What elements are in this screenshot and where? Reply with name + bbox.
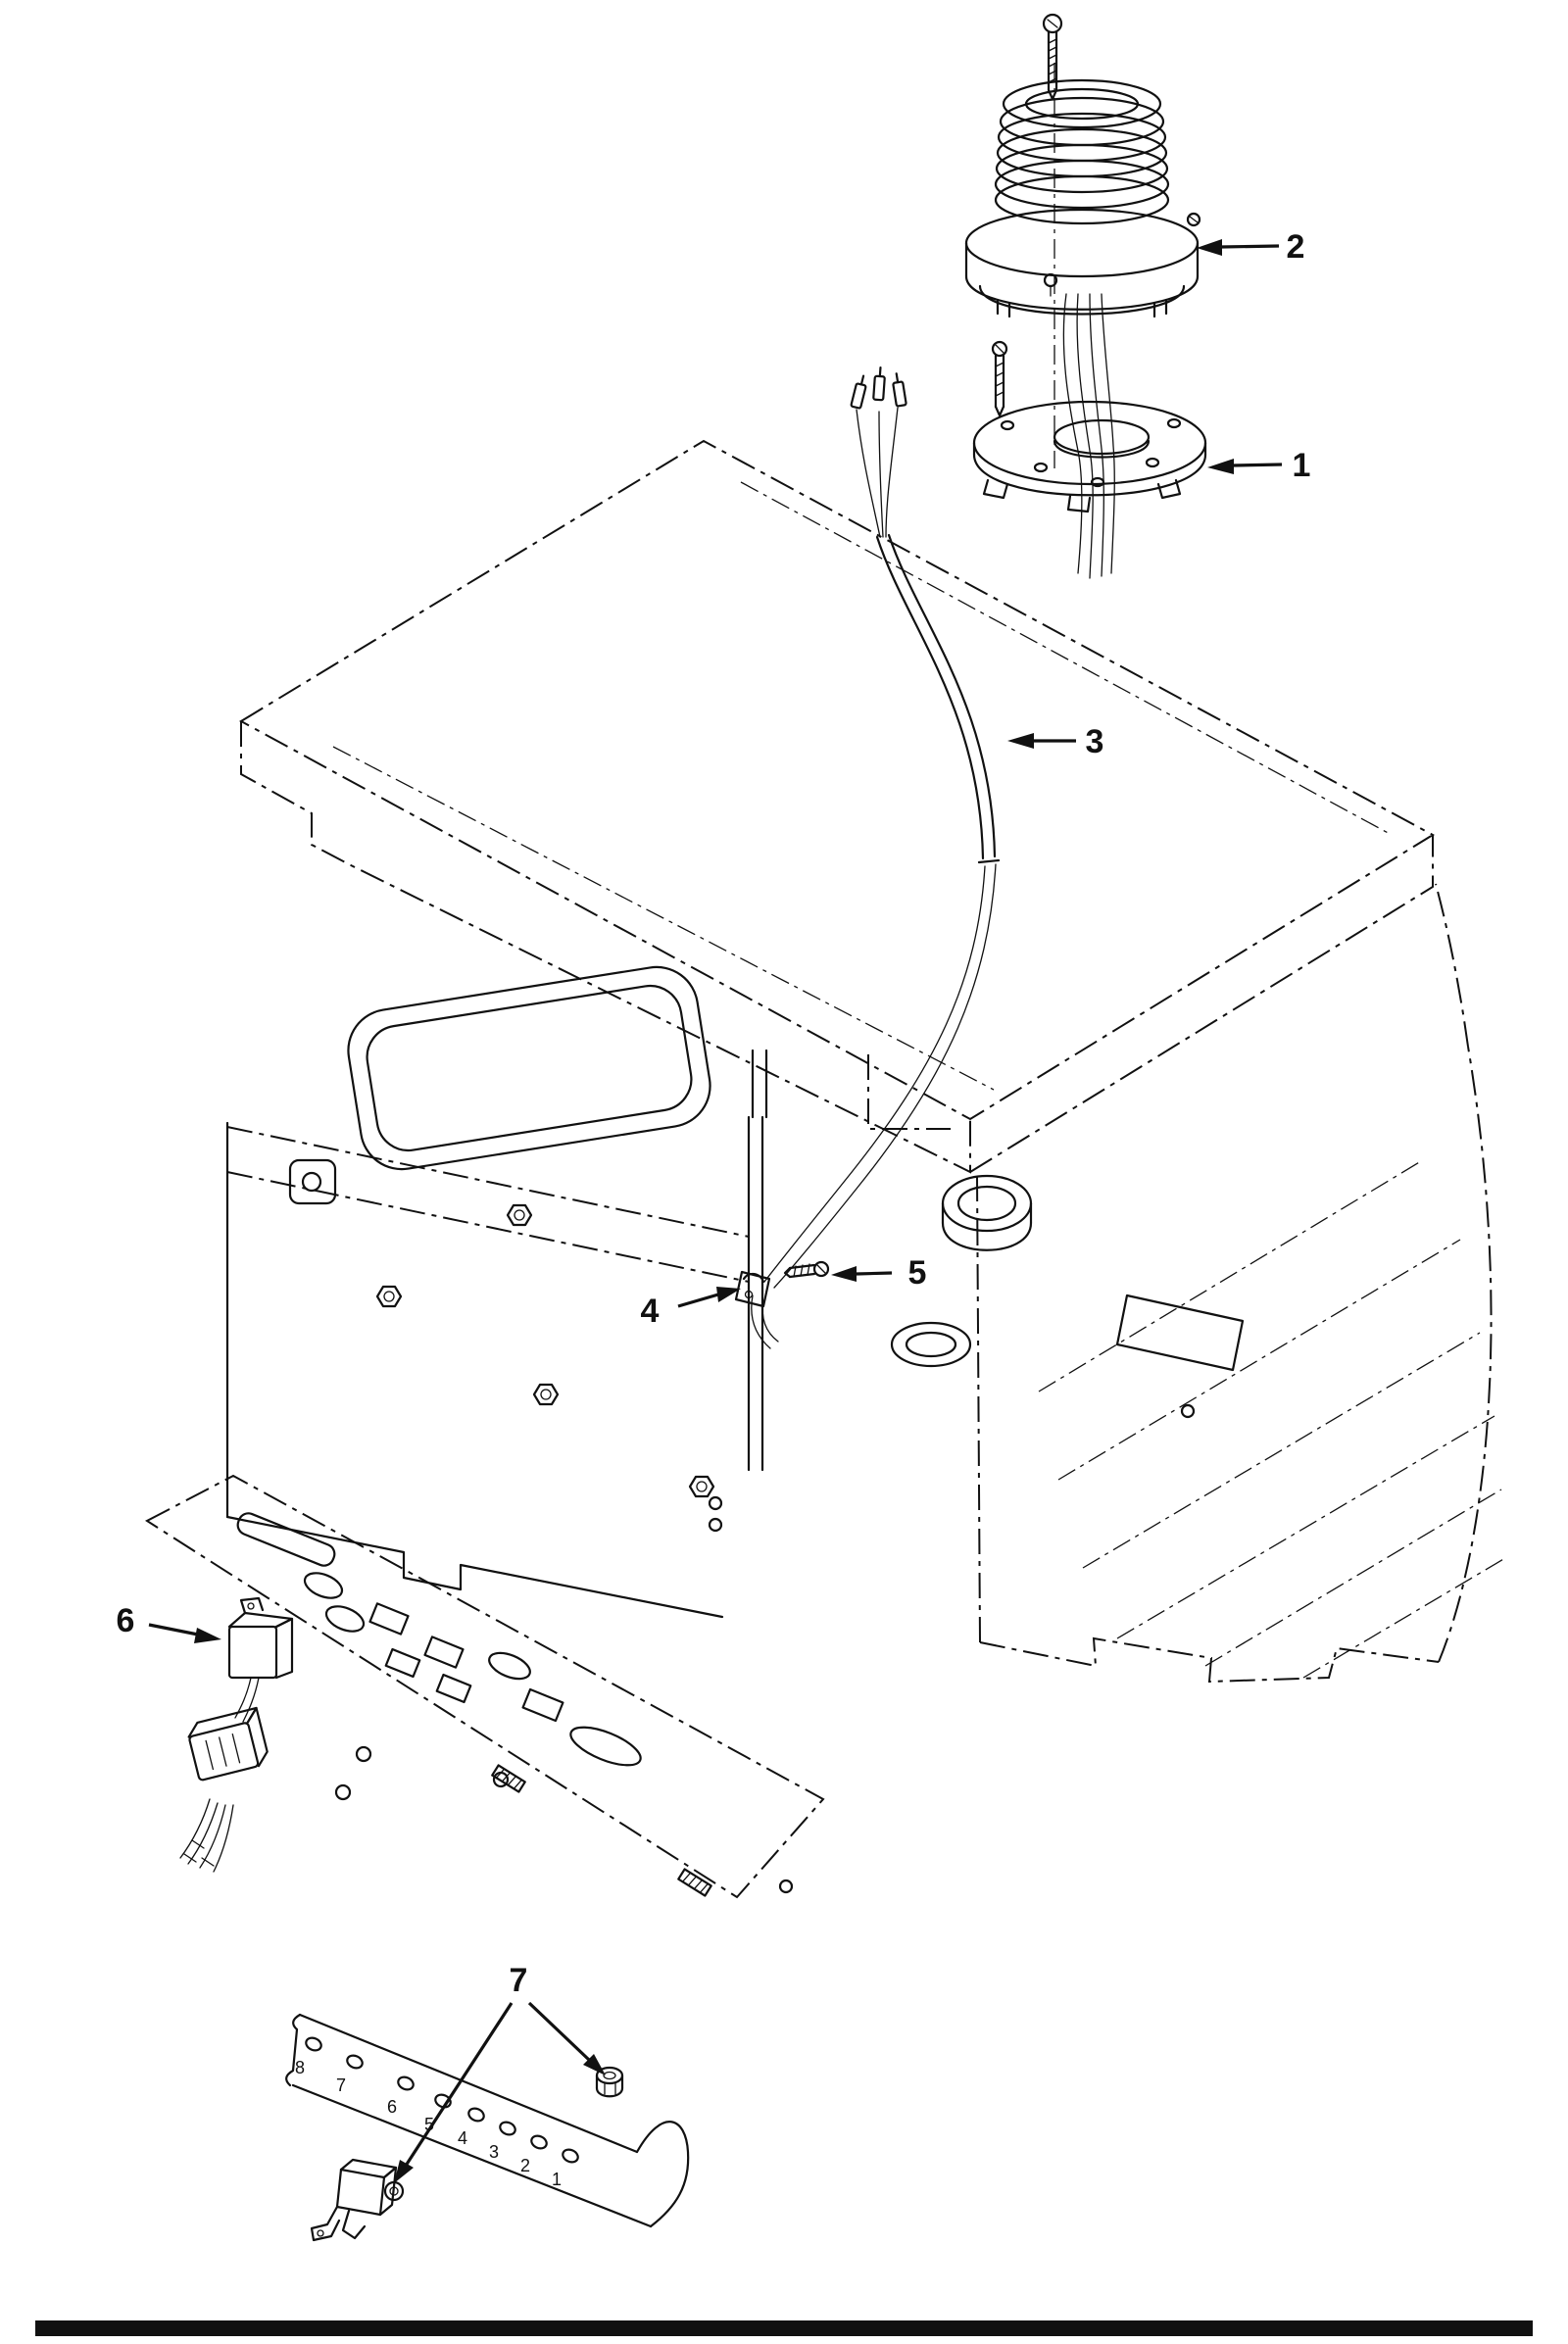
terminal-label: 4 xyxy=(458,2128,467,2148)
stud-screw-icon xyxy=(677,1868,712,1897)
callout-3: 3 xyxy=(1007,723,1103,760)
terminal-label: 2 xyxy=(520,2156,530,2175)
nut xyxy=(595,2066,624,2098)
arrowhead-icon xyxy=(394,2160,414,2183)
callout-label: 6 xyxy=(117,1602,135,1639)
callout-label: 3 xyxy=(1086,723,1104,760)
terminal-label: 7 xyxy=(336,2075,346,2095)
callout-6: 6 xyxy=(117,1602,221,1643)
terminal-label: 6 xyxy=(387,2097,397,2117)
toggle-switch xyxy=(310,2158,405,2242)
callout-label: 5 xyxy=(908,1254,927,1292)
beacon-lens xyxy=(994,78,1170,225)
beacon-base xyxy=(964,208,1201,318)
switch-panel: 8 7 6 5 4 3 2 1 xyxy=(285,2013,690,2228)
wiring-harness xyxy=(751,366,1001,1349)
terminal-label: 5 xyxy=(424,2115,434,2134)
callout-7: 7 xyxy=(394,1962,606,2183)
stud-screw-icon xyxy=(491,1764,526,1793)
terminal-label: 1 xyxy=(552,2170,562,2189)
wire-terminal-icon xyxy=(872,366,886,402)
relay xyxy=(179,1596,294,1873)
screw-icon xyxy=(1042,13,1063,101)
callout-5: 5 xyxy=(831,1254,926,1292)
hex-bolt xyxy=(375,1203,723,1533)
screw-icon xyxy=(991,340,1008,417)
terminal-label: 8 xyxy=(295,2058,305,2077)
arrowhead-icon xyxy=(716,1287,741,1302)
callout-label: 7 xyxy=(510,1962,528,1999)
terminal-label: 3 xyxy=(489,2142,499,2162)
callout-4: 4 xyxy=(641,1287,741,1330)
wire-terminal-icon xyxy=(850,374,867,410)
cable-clamp xyxy=(734,1270,771,1308)
machine-roof xyxy=(238,439,1436,1174)
bottom-rule xyxy=(35,2320,1533,2336)
beacon-wires xyxy=(1062,293,1115,579)
arrowhead-icon xyxy=(831,1266,857,1282)
callout-label: 2 xyxy=(1287,228,1305,266)
beacon-light-assembly xyxy=(964,13,1201,579)
arrowhead-icon xyxy=(1007,733,1034,749)
round-port xyxy=(941,1174,1033,1251)
oval-port xyxy=(890,1321,972,1368)
arrowhead-icon xyxy=(1207,459,1234,474)
callout-1: 1 xyxy=(1207,447,1310,484)
clamp-screw xyxy=(783,1260,830,1279)
arrowhead-icon xyxy=(194,1628,221,1643)
component-panel xyxy=(145,1474,825,1899)
arrowhead-icon xyxy=(1197,239,1222,256)
wire-terminal-icon xyxy=(892,372,907,408)
callout-label: 1 xyxy=(1293,447,1311,484)
mounting-plate xyxy=(972,400,1207,513)
machine-body xyxy=(225,883,1506,1684)
arrowhead-icon xyxy=(583,2054,606,2075)
relay-connector xyxy=(187,1706,269,1782)
callout-label: 4 xyxy=(641,1293,660,1330)
callout-2: 2 xyxy=(1197,228,1304,266)
